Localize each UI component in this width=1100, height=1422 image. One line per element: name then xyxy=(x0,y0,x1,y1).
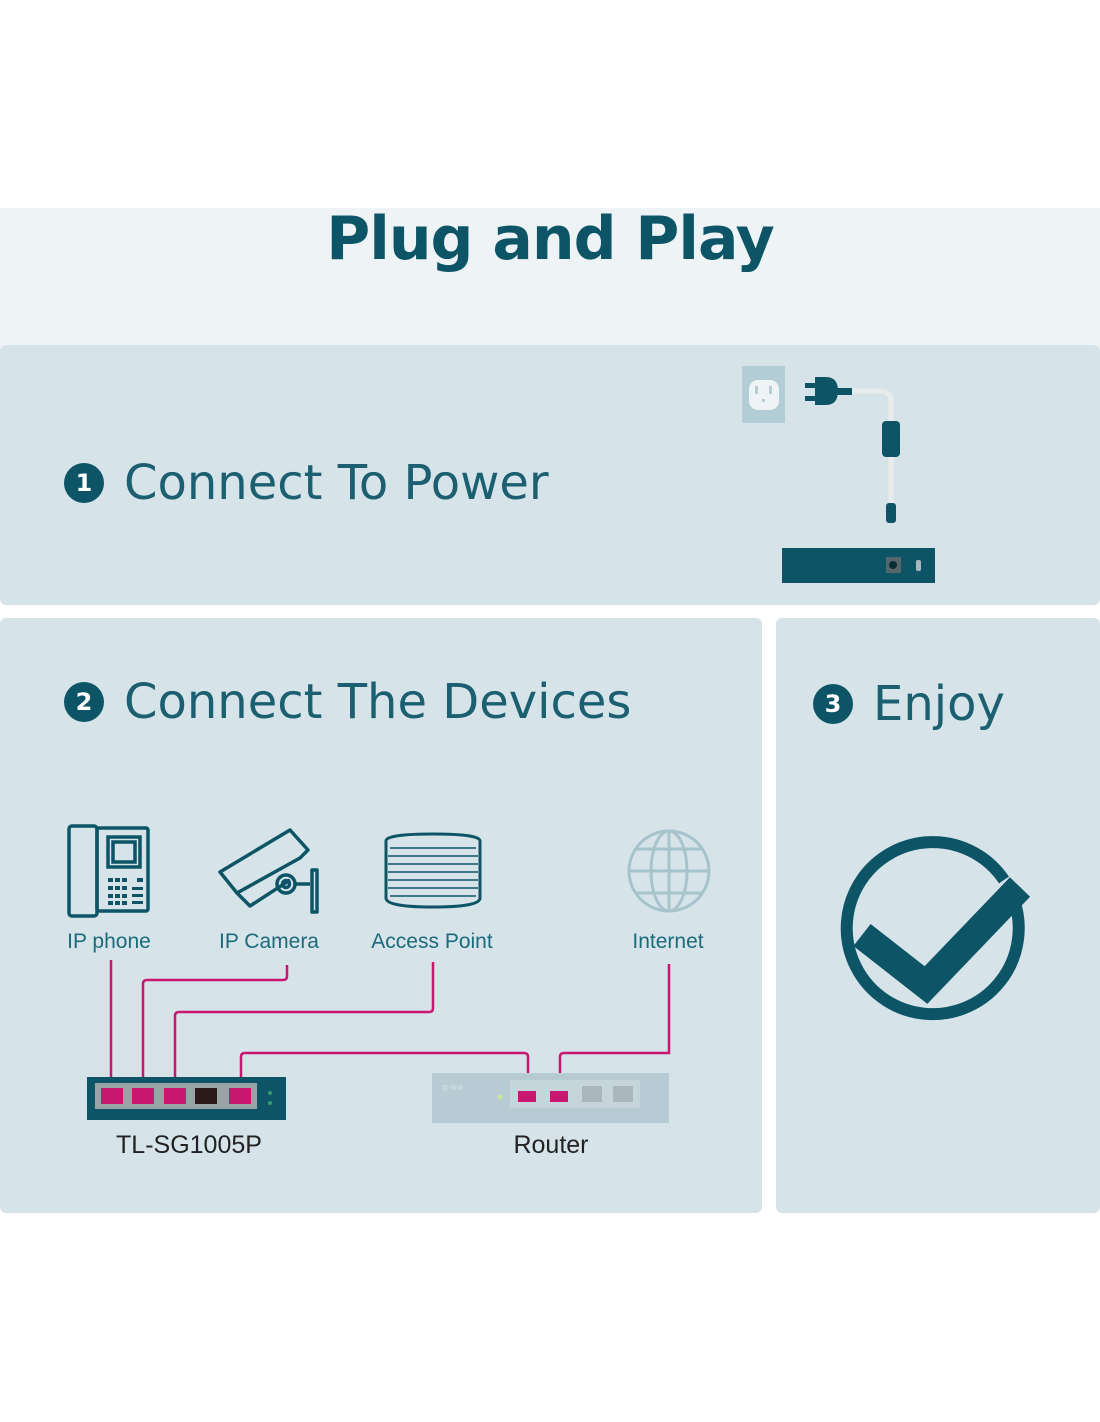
label-ip-camera: IP Camera xyxy=(219,930,319,953)
step-label: Connect The Devices xyxy=(124,674,632,730)
power-connector xyxy=(886,503,896,523)
step-number: 2 xyxy=(64,682,104,722)
label-switch: TL-SG1005P xyxy=(116,1131,262,1159)
power-outlet-icon xyxy=(742,366,785,423)
label-ip-phone: IP phone xyxy=(67,930,151,953)
checkmark-circle-icon xyxy=(840,836,1031,1021)
header-band xyxy=(0,208,1100,348)
label-access-point: Access Point xyxy=(371,930,493,953)
globe-icon xyxy=(627,829,711,913)
step-label: Enjoy xyxy=(873,676,1005,732)
switch-tl-sg1005p xyxy=(87,1077,286,1120)
power-adapter xyxy=(882,421,900,457)
router-logo: tp-link xyxy=(442,1083,464,1092)
step-3: 3 Enjoy xyxy=(813,676,1005,732)
step-number: 1 xyxy=(64,463,104,503)
power-plug-icon xyxy=(805,377,852,405)
page-title: Plug and Play xyxy=(326,204,774,274)
power-cable xyxy=(850,388,894,520)
router: tp-link xyxy=(432,1073,669,1123)
access-point-icon xyxy=(384,832,482,909)
step-2: 2 Connect The Devices xyxy=(64,674,631,730)
ip-phone-icon xyxy=(67,824,150,918)
ip-camera-icon xyxy=(218,828,319,914)
label-router: Router xyxy=(513,1131,589,1159)
step-1: 1 Connect To Power xyxy=(64,455,549,511)
step-label: Connect To Power xyxy=(124,455,549,511)
switch-rear xyxy=(782,548,935,583)
label-internet: Internet xyxy=(632,930,704,953)
step-number: 3 xyxy=(813,684,853,724)
ethernet-cables xyxy=(109,960,671,1094)
